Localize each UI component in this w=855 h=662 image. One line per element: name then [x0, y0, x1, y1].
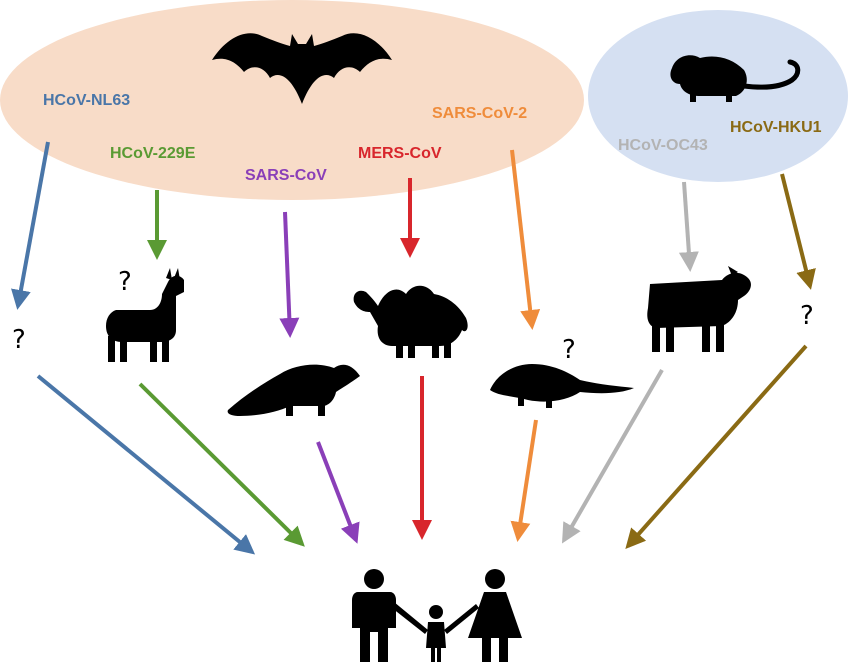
camel-icon — [354, 286, 468, 358]
strain-label-nl63: HCoV-NL63 — [43, 92, 130, 109]
arrow-nl63-to-unknown — [18, 142, 48, 306]
strain-label-mers: MERS-CoV — [358, 145, 442, 162]
unknown-intermediate-alpaca: ? — [118, 267, 132, 297]
arrow-oc43-to-humans — [564, 370, 662, 540]
arrow-sars-to-humans — [318, 442, 356, 540]
strain-label-sars: SARS-CoV — [245, 167, 327, 184]
unknown-intermediate-hku1: ? — [800, 301, 814, 331]
strain-label-hku1: HCoV-HKU1 — [730, 119, 822, 136]
human-family-icon — [352, 569, 522, 662]
arrow-sars-to-raccoon-dog — [285, 212, 290, 334]
arrow-hku1-to-humans — [628, 346, 806, 546]
arrow-hku1-to-unknown — [782, 174, 810, 286]
cow-icon — [647, 266, 751, 352]
strain-label-oc43: HCoV-OC43 — [618, 137, 708, 154]
unknown-intermediate-pangolin: ? — [562, 335, 576, 365]
strain-label-sars2: SARS-CoV-2 — [432, 105, 527, 122]
arrow-sars2-to-pangolin — [512, 150, 532, 326]
pangolin-icon — [490, 364, 634, 408]
strain-label-229e: HCoV-229E — [110, 145, 196, 162]
arrow-oc43-to-cow — [684, 182, 690, 268]
unknown-intermediate-nl63: ? — [12, 325, 26, 355]
raccoon-dog-icon — [228, 365, 360, 416]
arrow-sars2-to-humans — [518, 420, 536, 538]
